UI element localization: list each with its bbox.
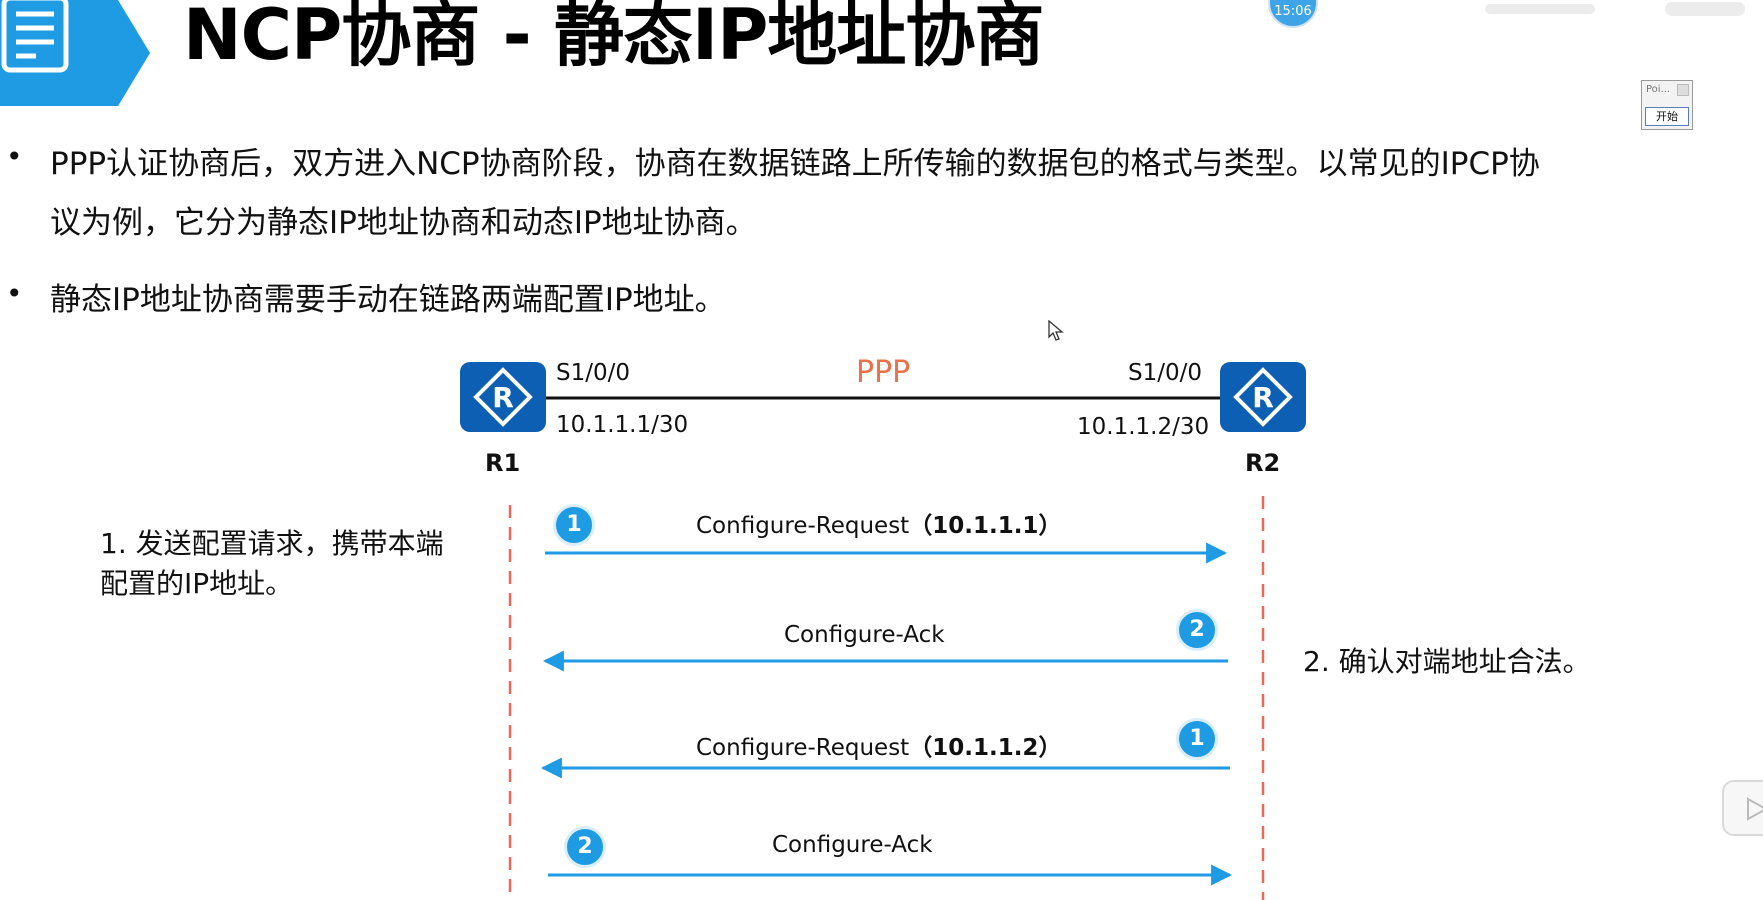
play-icon [1747,797,1763,821]
document-list-icon [1,0,69,73]
r1-ip-label: 10.1.1.1/30 [556,412,689,438]
mini-window-title: Poi... [1646,84,1671,95]
bullet-dot: • [6,140,23,173]
r1-interface-label: S1/0/0 [556,360,630,386]
close-icon[interactable] [1677,84,1689,96]
left-note-line-2: 配置的IP地址。 [100,567,294,600]
message-text: Configure-Ack [784,622,945,648]
watermark [1485,2,1745,16]
message-label: Configure-Request（10.1.1.2） [696,735,1062,761]
step-badge: 2 [564,826,606,868]
right-note: 2. 确认对端地址合法。 [1303,645,1591,678]
page-title: NCP协商 - 静态IP地址协商 [183,0,1044,76]
router-icon: R [473,367,533,427]
bullet-1-line-1: PPP认证协商后，双方进入NCP协商阶段，协商在数据链路上所传输的数据包的格式与… [50,146,1540,182]
message-label: Configure-Request（10.1.1.1） [696,513,1062,539]
message-param: 10.1.1.2 [932,735,1039,761]
svg-text:R: R [492,381,514,414]
title-banner [0,0,150,106]
r1-name: R1 [485,449,521,477]
r2-ip-label: 10.1.1.2/30 [1077,414,1210,440]
message-text: Configure-Request [696,513,910,539]
step-badge: 2 [1176,609,1218,651]
mouse-pointer-icon [1048,320,1064,341]
bullet-1-line-2: 议为例，它分为静态IP地址协商和动态IP地址协商。 [50,205,757,241]
bullet-dot: • [6,277,23,310]
message-text: Configure-Ack [772,832,933,858]
mini-window[interactable]: Poi... 开始 [1641,80,1693,130]
message-param: 10.1.1.1 [932,513,1039,539]
step-badge: 1 [553,504,595,546]
svg-text:R: R [1252,381,1274,414]
message-label: Configure-Ack [784,622,945,648]
step-badge: 1 [1176,718,1218,760]
left-note: 1. 发送配置请求，携带本端 配置的IP地址。 [100,524,444,604]
router-r1: R [460,362,546,432]
message-label: Configure-Ack [772,832,933,858]
left-note-line-1: 1. 发送配置请求，携带本端 [100,527,444,560]
bullet-2-line-1: 静态IP地址协商需要手动在链路两端配置IP地址。 [50,282,726,318]
ppp-label: PPP [856,355,911,390]
r2-name: R2 [1245,449,1281,477]
router-icon: R [1233,367,1293,427]
r2-interface-label: S1/0/0 [1128,360,1202,386]
message-text: Configure-Request [696,735,910,761]
side-widget[interactable] [1722,780,1763,836]
router-r2: R [1220,362,1306,432]
start-button[interactable]: 开始 [1645,107,1689,126]
